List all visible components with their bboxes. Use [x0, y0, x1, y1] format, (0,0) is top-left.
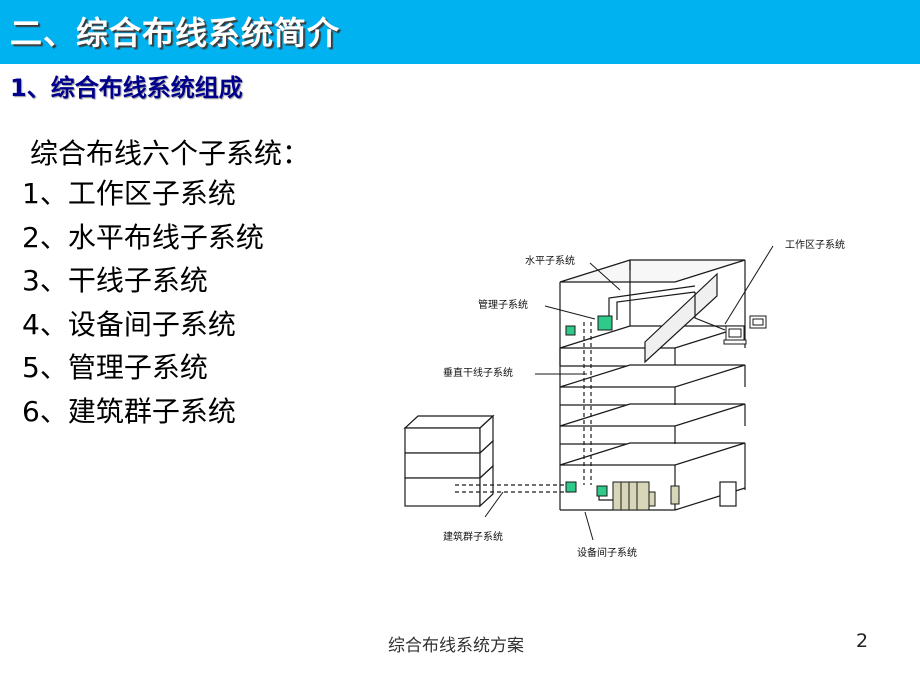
label-work-area: 工作区子系统 [785, 238, 845, 251]
label-backbone: 垂直干线子系统 [443, 366, 513, 379]
label-management: 管理子系统 [478, 298, 528, 311]
label-equipment-room: 设备间子系统 [577, 546, 637, 559]
list-item: 2、水平布线子系统 [22, 220, 264, 254]
campus-building [403, 414, 495, 508]
label-horizontal: 水平子系统 [525, 254, 575, 267]
equipment [565, 315, 613, 497]
slide-title: 二、综合布线系统简介 [10, 14, 341, 52]
door [719, 481, 737, 507]
subsystem-list: 1、工作区子系统 2、水平布线子系统 3、干线子系统 4、设备间子系统 5、管理… [22, 172, 264, 433]
list-item: 5、管理子系统 [22, 351, 208, 384]
label-campus: 建筑群子系统 [443, 530, 503, 543]
list-item: 3、干线子系统 [22, 264, 208, 297]
list-item: 4、设备间子系统 [22, 307, 236, 341]
workstation [723, 315, 767, 345]
cabling-diagram: 水平子系统 工作区子系统 管理子系统 垂直干线子系统 建筑群子系统 设备间子系统 [403, 238, 845, 559]
list-heading: 综合布线六个子系统： [30, 137, 311, 170]
list-item: 6、建筑群子系统 [22, 394, 236, 428]
partition-wall [644, 272, 718, 364]
slide-subtitle: 1、综合布线系统组成 [10, 74, 243, 102]
list-item: 1、工作区子系统 [22, 177, 236, 210]
page-number: 2 [856, 630, 869, 652]
equipment-rack [612, 481, 680, 511]
title-bar: 二、综合布线系统简介 [0, 0, 920, 64]
footer-text: 综合布线系统方案 [388, 636, 524, 656]
